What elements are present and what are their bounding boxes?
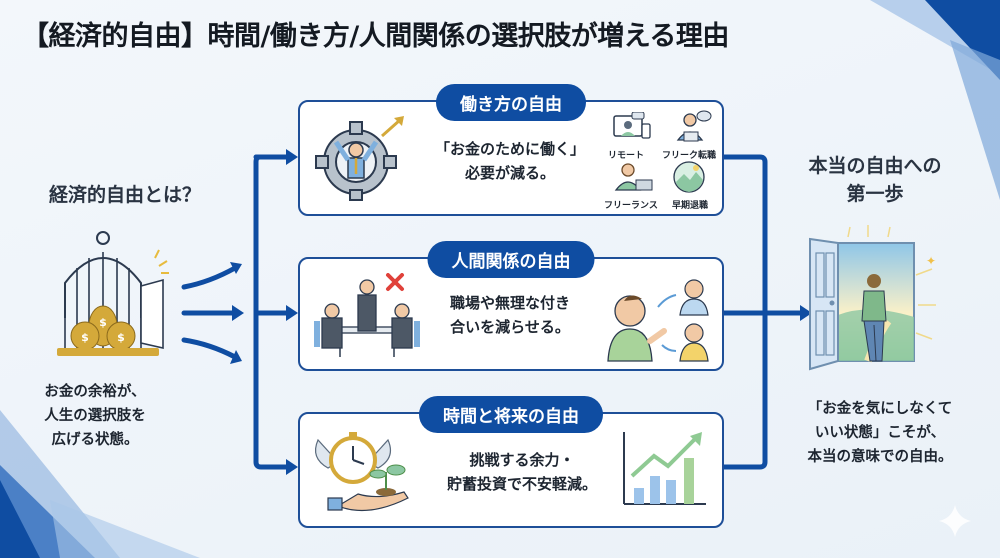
svg-text:$: $ [99, 316, 107, 329]
card-text-line: 必要が減る。 [464, 164, 555, 182]
option-label: リモート [608, 151, 645, 161]
option-label: フリーク転職 [662, 151, 717, 161]
job-change-icon [676, 110, 712, 142]
card-text: 職場や無理な付き 合いを減らせる。 [430, 291, 590, 339]
card-text-line: 職場や無理な付き [449, 294, 570, 312]
card-text-line: 貯蓄投資で不安軽減。 [446, 475, 597, 493]
svg-text:✦: ✦ [926, 254, 936, 268]
card-badge: 時間と将来の自由 [419, 396, 603, 433]
card-text: 「お金のために働く」 必要が減る。 [420, 137, 600, 185]
card-work-freedom: 働き方の自由 「お金のために働く」 必要が減る。 リモート フリーク転職 [298, 84, 724, 216]
left-description-line: 広げる状態。 [51, 432, 139, 448]
choose-people-icon [607, 279, 709, 362]
card-time-future-freedom: 時間と将来の自由 挑戦する余力・ 貯蓄投資で不安軽減。 [298, 396, 724, 528]
card-text-line: 「お金のために働く」 [434, 140, 585, 158]
right-description: 「お金を気にしなくて いい状態」こそが、 本当の意味での自由。 [770, 397, 990, 469]
svg-text:$: $ [81, 331, 89, 344]
right-heading: 本当の自由への 第一歩 [775, 152, 975, 208]
card-badge: 働き方の自由 [436, 84, 586, 121]
growth-chart-icon [623, 432, 706, 505]
right-heading-line: 本当の自由への [808, 155, 942, 177]
option-label: 早期退職 [672, 201, 709, 211]
left-description: お金の余裕が、 人生の選択肢を 広げる状態。 [20, 380, 170, 452]
left-description-line: お金の余裕が、 [44, 384, 146, 400]
freelance-icon [614, 163, 653, 191]
card-badge: 人間関係の自由 [427, 241, 595, 278]
card-relationship-freedom: 人間関係の自由 職場や無理な付き 合いを減らせる。 [298, 241, 724, 371]
right-description-line: 「お金を気にしなくて [807, 401, 953, 417]
option-label: フリーランス [604, 201, 658, 211]
early-retirement-icon [673, 161, 705, 193]
card-text: 挑戦する余力・ 貯蓄投資で不安軽減。 [432, 448, 612, 496]
page-title: 【経済的自由】時間/働き方/人間関係の選択肢が増える理由 [22, 21, 729, 52]
right-heading-line: 第一歩 [846, 183, 904, 205]
gear-person-icon [315, 116, 404, 201]
svg-text:$: $ [117, 331, 125, 344]
stressed-meeting-icon [314, 273, 420, 357]
right-description-line: 本当の意味での自由。 [807, 449, 953, 465]
money-cage-icon: $ $ $ [57, 231, 169, 356]
card-text-line: 挑戦する余力・ [469, 451, 575, 469]
winged-clock-sprout-icon [315, 432, 409, 512]
card-text-line: 合いを減らせる。 [450, 318, 570, 336]
right-description-line: いい状態」こそが、 [814, 425, 946, 441]
remote-work-icon [613, 112, 651, 139]
left-description-line: 人生の選択肢を [44, 408, 146, 424]
open-door-icon: ✦ [809, 225, 936, 371]
left-heading: 経済的自由とは？ [48, 184, 201, 206]
